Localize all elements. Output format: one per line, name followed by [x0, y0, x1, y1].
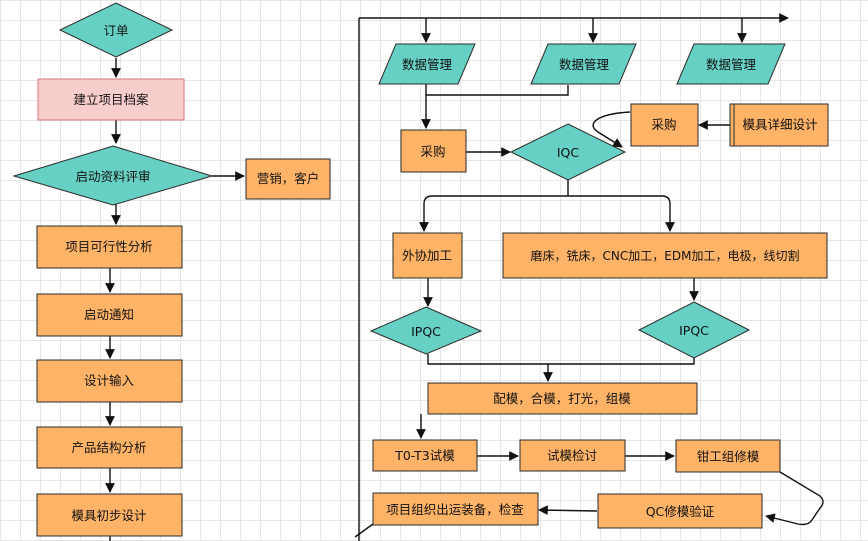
arrow-purchase2-to-iqc	[592, 111, 631, 148]
arrow-fitter-to-qc	[765, 471, 824, 526]
node-design-input-label: 设计输入	[84, 373, 135, 388]
node-feasibility-label: 项目可行性分析	[65, 239, 153, 254]
node-start-notice[interactable]: 启动通知	[36, 293, 183, 337]
node-ipqc-1-label: IPQC	[411, 324, 441, 339]
node-start-notice-label: 启动通知	[84, 307, 134, 322]
node-preliminary-design[interactable]: 模具初步设计	[36, 493, 183, 537]
arrow-split-to-machining	[661, 195, 675, 232]
node-trial[interactable]: T0-T3试模	[372, 439, 478, 472]
node-detailed-design-label: 模具详细设计	[742, 117, 817, 132]
connectors	[105, 13, 824, 541]
node-kickoff-review[interactable]: 启动资料评审	[12, 145, 214, 206]
node-outsourcing-label: 外协加工	[402, 248, 452, 263]
node-outsourcing[interactable]: 外协加工	[392, 232, 463, 279]
node-qc-verify[interactable]: QC修模验证	[597, 493, 763, 529]
node-create-archive-label: 建立项目档案	[73, 92, 149, 107]
node-machining-label: 磨床，铣床，CNC加工，EDM加工，电极，线切割	[531, 248, 800, 263]
node-fitter-repair[interactable]: 钳工组修模	[675, 439, 781, 473]
node-ipqc-2-label: IPQC	[679, 323, 709, 338]
node-preliminary-design-label: 模具初步设计	[71, 508, 146, 523]
node-ship-check[interactable]: 项目组织出运装备，检查	[372, 492, 539, 526]
line-ipqc-merge	[427, 354, 695, 365]
node-marketing-customer-label: 营销，客户	[257, 171, 320, 186]
node-data-mgmt-3[interactable]: 数据管理	[676, 43, 786, 85]
node-marketing-customer[interactable]: 营销，客户	[245, 158, 331, 200]
node-data-mgmt-1[interactable]: 数据管理	[378, 43, 476, 85]
node-ipqc-1[interactable]: IPQC	[369, 306, 483, 355]
arrow-qc-to-ship	[538, 505, 598, 516]
arrow-split-to-outsourcing	[419, 195, 433, 232]
node-trial-review[interactable]: 试模检讨	[519, 439, 626, 472]
node-order-label: 订单	[103, 23, 128, 38]
node-feasibility[interactable]: 项目可行性分析	[36, 225, 183, 269]
node-structure-analysis[interactable]: 产品结构分析	[36, 426, 183, 469]
node-iqc-label: IQC	[557, 145, 580, 160]
node-trial-label: T0-T3试模	[394, 448, 455, 463]
node-trial-review-label: 试模检讨	[547, 448, 597, 463]
node-purchase-2[interactable]: 采购	[630, 103, 699, 147]
line-ship-to-spine	[354, 523, 374, 538]
node-detailed-design[interactable]: 模具详细设计	[729, 103, 829, 147]
node-data-mgmt-3-label: 数据管理	[706, 57, 757, 72]
node-fitter-repair-label: 钳工组修模	[697, 449, 760, 464]
node-purchase-1-label: 采购	[420, 144, 445, 159]
node-machining[interactable]: 磨床，铣床，CNC加工，EDM加工，电极，线切割	[502, 232, 828, 279]
node-purchase-2-label: 采购	[651, 117, 676, 132]
node-ship-check-label: 项目组织出运装备，检查	[386, 502, 524, 517]
node-purchase-1[interactable]: 采购	[400, 129, 467, 173]
node-assembly-label: 配模，合模，打光，组模	[493, 391, 631, 406]
node-design-input[interactable]: 设计输入	[36, 359, 183, 403]
node-kickoff-review-label: 启动资料评审	[75, 169, 150, 184]
node-qc-verify-label: QC修模验证	[646, 504, 715, 519]
node-order[interactable]: 订单	[58, 2, 174, 58]
node-data-mgmt-2[interactable]: 数据管理	[530, 43, 637, 85]
line-dm1-dm2-join	[425, 84, 569, 96]
node-ipqc-2[interactable]: IPQC	[637, 301, 751, 359]
node-structure-analysis-label: 产品结构分析	[71, 440, 146, 455]
node-create-archive[interactable]: 建立项目档案	[37, 78, 185, 121]
node-data-mgmt-2-label: 数据管理	[559, 57, 610, 72]
node-data-mgmt-1-label: 数据管理	[402, 57, 453, 72]
node-iqc[interactable]: IQC	[509, 123, 627, 181]
node-assembly[interactable]: 配模，合模，打光，组模	[427, 382, 698, 415]
